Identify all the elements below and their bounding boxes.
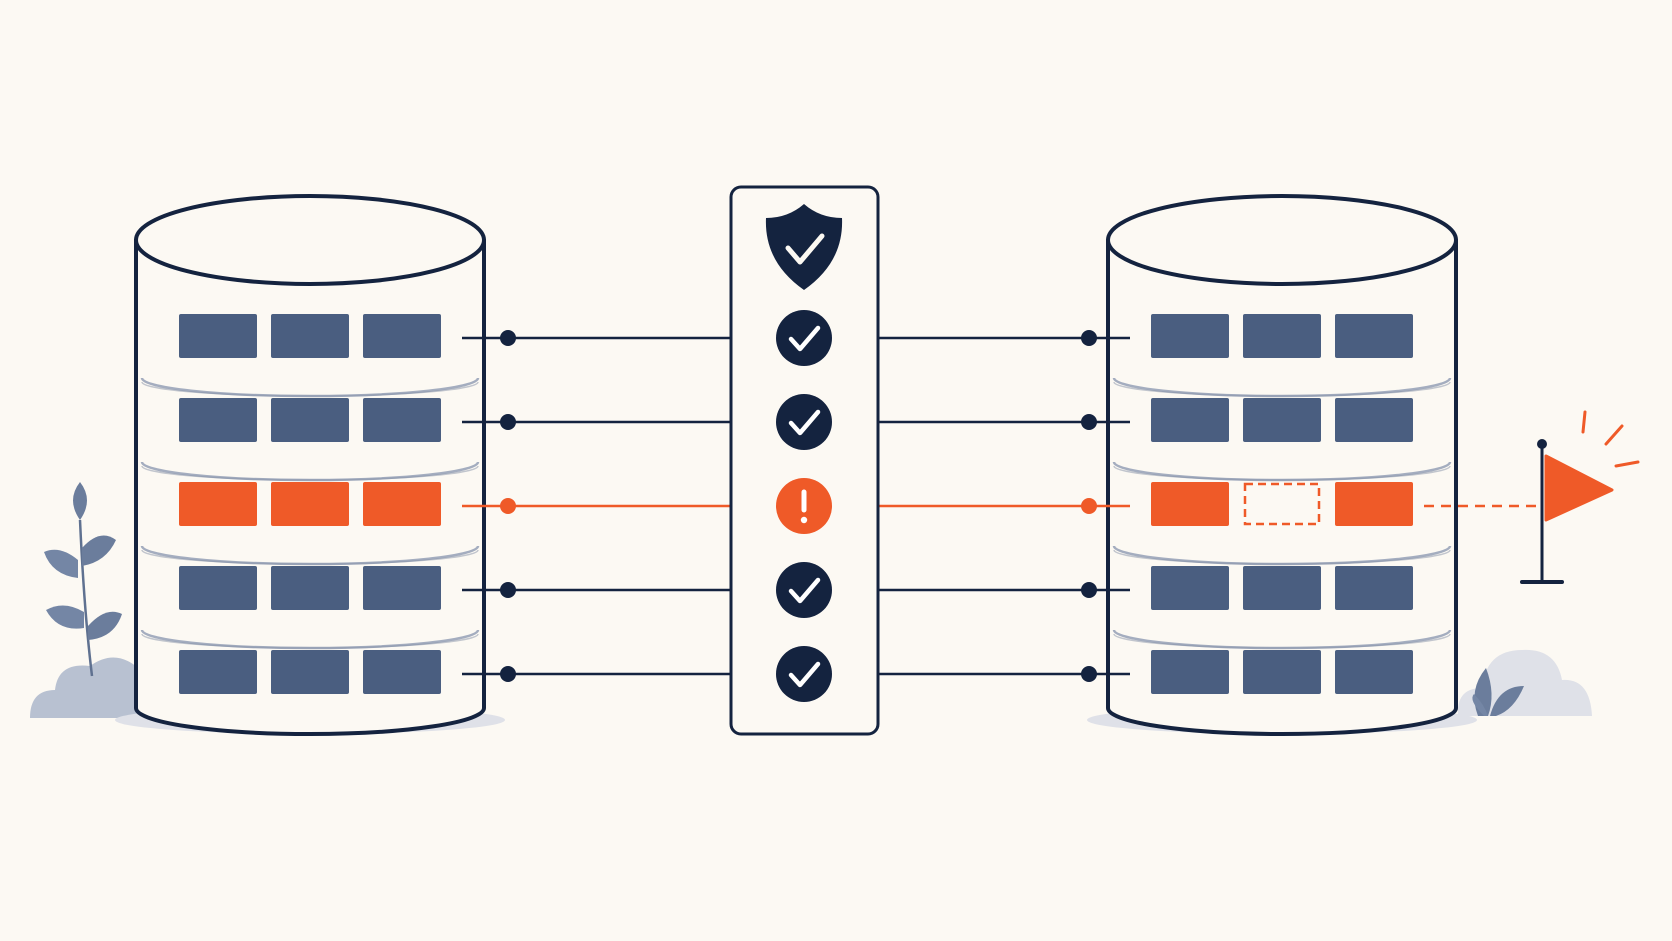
row-separator-shade	[141, 381, 479, 397]
record-field	[1243, 566, 1321, 610]
cylinder-body	[1106, 238, 1458, 736]
leaf-icon	[44, 549, 78, 578]
source-database	[115, 194, 505, 736]
record-field	[363, 650, 441, 694]
check-icon-circle	[776, 646, 832, 702]
row-connectors	[462, 330, 1538, 682]
record-field	[363, 314, 441, 358]
alert-ray	[1614, 460, 1640, 468]
row-separator-shade	[1113, 381, 1451, 397]
flagged-record-field	[363, 482, 441, 526]
check-icon	[776, 394, 832, 450]
flagged-record-field	[271, 482, 349, 526]
cylinder-top	[134, 194, 486, 286]
target-database	[1087, 194, 1477, 736]
exclamation-dot	[800, 516, 808, 524]
validator-panel	[729, 185, 880, 736]
record-field	[1335, 314, 1413, 358]
connector-node	[500, 330, 516, 346]
record-field	[1243, 650, 1321, 694]
flag-icon	[1544, 454, 1614, 522]
connector-node	[1081, 582, 1097, 598]
check-icon-circle	[776, 394, 832, 450]
row-separator-shade	[141, 633, 479, 649]
record-field	[363, 566, 441, 610]
row-separator-shade	[1113, 549, 1451, 565]
flagged-record-field	[179, 482, 257, 526]
record-field	[271, 650, 349, 694]
connector-node	[1081, 330, 1097, 346]
record-field	[1151, 398, 1229, 442]
check-mark	[788, 325, 821, 352]
record-field	[179, 398, 257, 442]
right-bush-decoration	[1457, 649, 1592, 716]
leaf-icon	[82, 535, 116, 566]
leaf-icon	[1472, 694, 1488, 716]
check-mark	[788, 661, 821, 688]
flagged-record-field	[1335, 482, 1413, 526]
connector-node	[500, 666, 516, 682]
validator-frame	[729, 185, 880, 736]
leaf-icon	[73, 482, 87, 520]
flagged-record-field	[1151, 482, 1229, 526]
row-separator-shade	[141, 465, 479, 481]
check-mark	[788, 409, 821, 436]
connector-node	[1081, 498, 1097, 514]
record-field	[1151, 314, 1229, 358]
leaf-icon	[1490, 686, 1524, 716]
missing-field-placeholder	[1243, 482, 1321, 526]
flag-marker	[1520, 410, 1640, 584]
record-field	[179, 650, 257, 694]
row-separator-shade	[1113, 465, 1451, 481]
row-separator-shade	[141, 549, 479, 565]
connector-node	[1081, 414, 1097, 430]
check-icon	[776, 646, 832, 702]
validator-status-icons	[776, 310, 832, 702]
connector-node	[500, 582, 516, 598]
leaf-icon	[46, 605, 84, 629]
record-field	[1335, 398, 1413, 442]
record-field	[1335, 650, 1413, 694]
record-field	[179, 566, 257, 610]
check-icon-circle	[776, 310, 832, 366]
cylinder-top	[1106, 194, 1458, 286]
connector-node	[1081, 666, 1097, 682]
record-field	[1335, 566, 1413, 610]
alert-ray	[1581, 410, 1587, 434]
record-field	[1243, 398, 1321, 442]
leaf-icon	[88, 611, 122, 640]
record-field	[271, 398, 349, 442]
plant-stem	[78, 519, 94, 677]
record-field	[271, 314, 349, 358]
record-field	[363, 398, 441, 442]
record-field	[1243, 314, 1321, 358]
flag-pole-top	[1537, 439, 1547, 449]
row-separator-shade	[1113, 633, 1451, 649]
check-icon-circle	[776, 562, 832, 618]
check-mark	[788, 577, 821, 604]
check-icon	[776, 562, 832, 618]
shield-check-icon	[765, 204, 843, 290]
connector-node	[500, 414, 516, 430]
record-field	[179, 314, 257, 358]
alert-ray	[1604, 424, 1624, 446]
record-field	[1151, 650, 1229, 694]
connector-node	[500, 498, 516, 514]
record-field	[1151, 566, 1229, 610]
exclamation-icon	[776, 478, 832, 534]
check-icon	[776, 310, 832, 366]
record-field	[271, 566, 349, 610]
